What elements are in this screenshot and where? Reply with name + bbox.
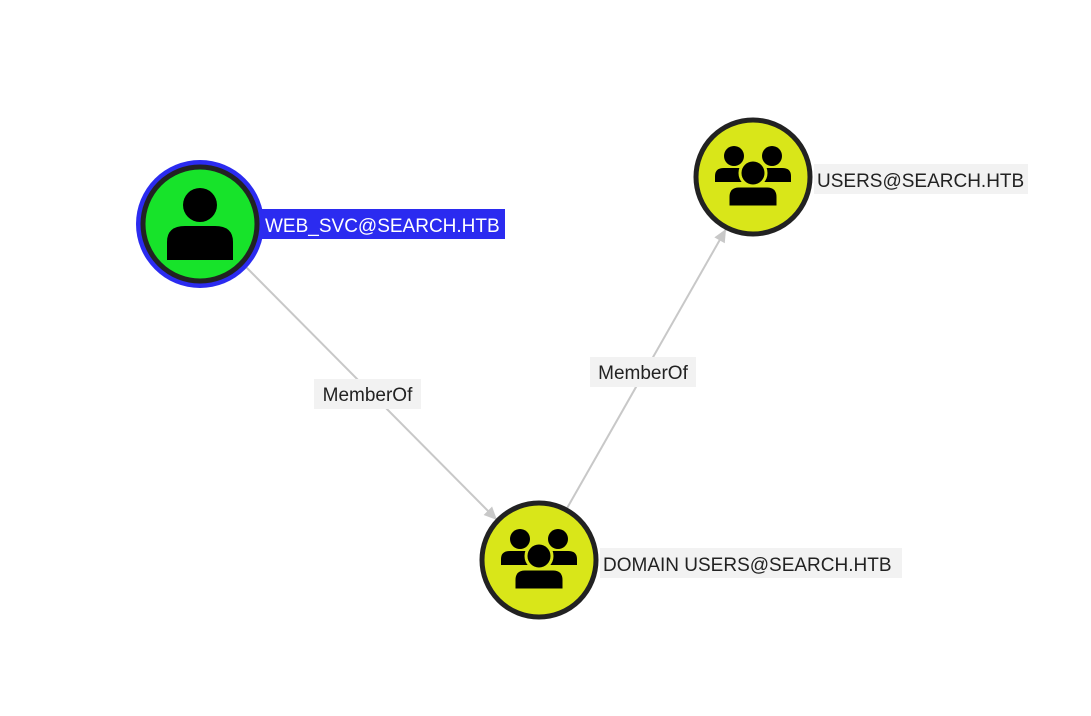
arrowhead-icon (483, 506, 497, 520)
node-label[interactable]: DOMAIN USERS@SEARCH.HTB (603, 555, 892, 576)
labels-layer: WEB_SVC@SEARCH.HTB DOMAIN USERS@SEARCH.HT… (262, 164, 1028, 578)
node-users[interactable] (693, 117, 813, 237)
node-label-domain_users[interactable]: DOMAIN USERS@SEARCH.HTB (600, 548, 902, 578)
edge-web_svc-to-domain_users[interactable]: MemberOf (242, 263, 498, 521)
arrowhead-icon (714, 229, 726, 244)
node-circle[interactable] (140, 164, 260, 284)
edge-label[interactable]: MemberOf (598, 363, 688, 384)
edge-label[interactable]: MemberOf (323, 385, 413, 406)
node-label-background (262, 209, 505, 239)
node-label-users[interactable]: USERS@SEARCH.HTB (814, 164, 1028, 194)
edge-domain_users-to-users[interactable]: MemberOf (565, 228, 727, 511)
node-label-web_svc[interactable]: WEB_SVC@SEARCH.HTB (262, 209, 505, 239)
node-label-background (814, 164, 1028, 194)
node-label[interactable]: WEB_SVC@SEARCH.HTB (265, 216, 500, 237)
edge-label-background (590, 357, 696, 387)
node-domain_users[interactable] (479, 500, 599, 620)
node-label-background (600, 548, 902, 578)
node-web_svc[interactable] (136, 160, 264, 288)
nodes-layer (136, 117, 813, 620)
node-label[interactable]: USERS@SEARCH.HTB (817, 171, 1024, 192)
edge-label-background (314, 379, 421, 409)
